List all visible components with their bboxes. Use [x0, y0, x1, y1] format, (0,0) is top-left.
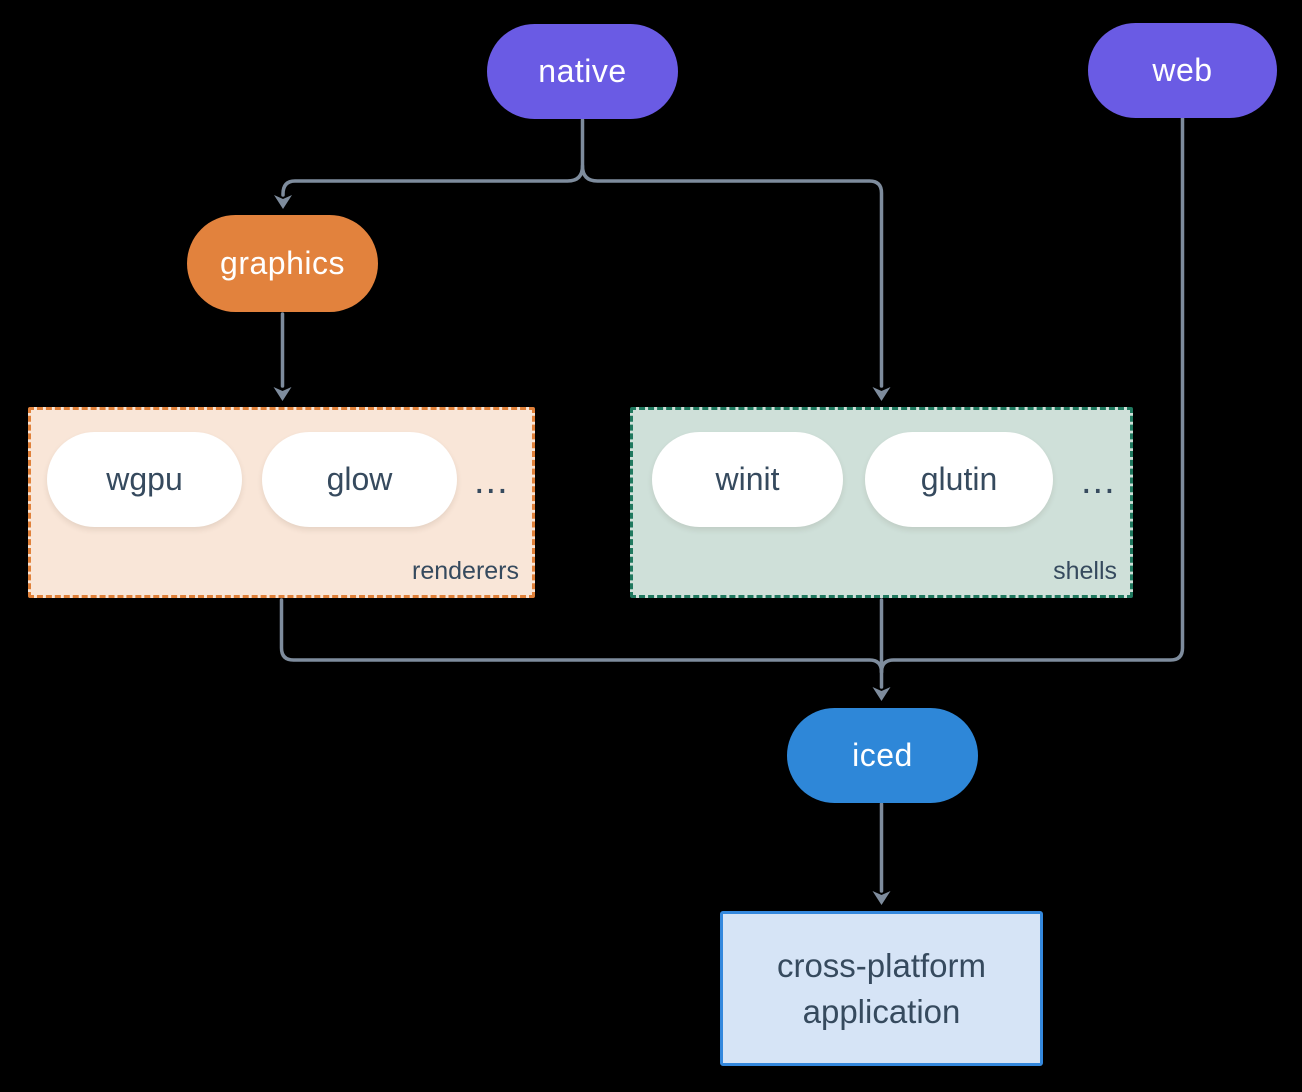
- node-native: native: [487, 24, 678, 119]
- node-native-label: native: [538, 53, 627, 89]
- chip-glow-label: glow: [326, 461, 393, 497]
- node-web-label: web: [1152, 52, 1213, 88]
- arrow-down-into-iced-icon: [872, 687, 891, 701]
- node-graphics: graphics: [187, 215, 378, 312]
- connector-renderers-merge: [279, 598, 884, 674]
- node-iced-label: iced: [852, 737, 913, 773]
- chip-winit-label: winit: [715, 461, 780, 497]
- app-label-line1: cross-platform: [776, 946, 987, 984]
- group-renderers-label: renderers: [412, 557, 519, 585]
- arrow-down-into-renderers-icon: [273, 387, 292, 401]
- renderers-ellipsis: ...: [474, 460, 509, 502]
- app-label-line2: application: [802, 992, 961, 1030]
- shells-ellipsis: ...: [1081, 460, 1116, 502]
- chip-wgpu-label: wgpu: [106, 461, 183, 497]
- arrow-down-into-shells-icon: [872, 387, 891, 401]
- arrow-down-into-graphics-icon: [274, 195, 292, 209]
- node-web: web: [1088, 23, 1277, 118]
- chip-glow: glow: [262, 432, 457, 527]
- group-shells: winit glutin ... shells: [630, 407, 1133, 598]
- chip-glutin: glutin: [865, 432, 1053, 527]
- connector-native-shells: [580, 164, 884, 388]
- node-graphics-label: graphics: [220, 245, 345, 281]
- arrow-down-into-app-icon: [872, 891, 891, 905]
- connector-native-graphics: [281, 118, 585, 197]
- group-shells-label: shells: [1053, 557, 1117, 585]
- node-cross-platform-application: cross-platform application: [720, 911, 1043, 1066]
- group-renderers: wgpu glow ... renderers: [28, 407, 535, 598]
- chip-glutin-label: glutin: [920, 461, 998, 497]
- chip-wgpu: wgpu: [47, 432, 242, 527]
- chip-winit: winit: [652, 432, 843, 527]
- node-iced: iced: [787, 708, 978, 803]
